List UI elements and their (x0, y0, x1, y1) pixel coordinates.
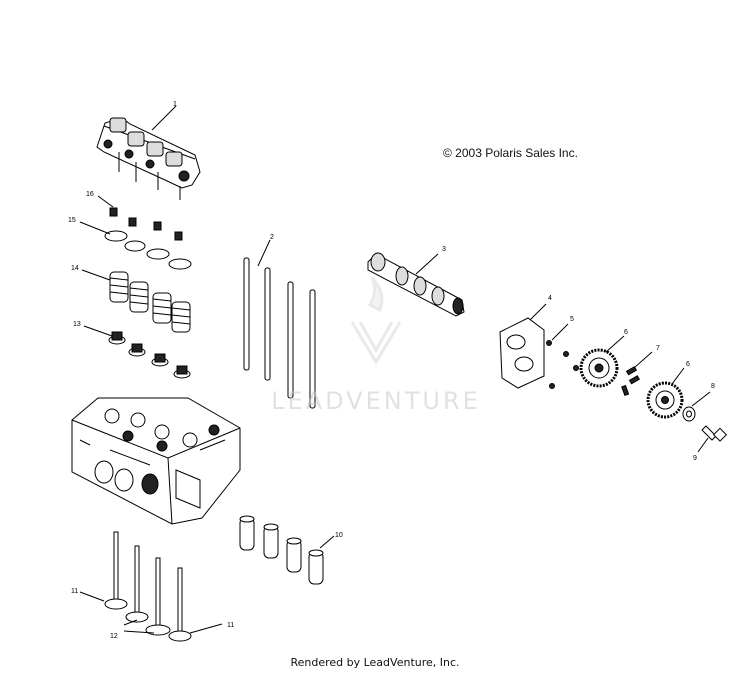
camshaft (367, 252, 465, 317)
washer (682, 391, 711, 422)
callout-12: 12 (110, 633, 118, 640)
cover-plate (499, 303, 547, 389)
callout-6b: 6 (686, 361, 690, 368)
valve-lifters (239, 515, 335, 585)
callout-1: 1 (173, 101, 177, 108)
callout-11a: 11 (71, 588, 78, 595)
push-rods (243, 239, 316, 409)
gear-pins (621, 351, 653, 397)
callout-6a: 6 (624, 329, 628, 336)
spring-retainers (79, 221, 192, 270)
rocker-arm-assembly (96, 105, 201, 200)
screws (546, 323, 579, 389)
rendered-by-text: Rendered by LeadVenture, Inc. (290, 656, 460, 669)
drive-gears (579, 335, 685, 419)
callout-15: 15 (68, 217, 76, 224)
callout-14: 14 (71, 265, 79, 272)
valve-stem-seals (83, 325, 191, 379)
valves (79, 531, 223, 642)
valve-springs (81, 269, 191, 333)
callout-8: 8 (711, 383, 715, 390)
callout-13: 13 (73, 321, 81, 328)
watermark-text: LEADVENTURE (271, 387, 481, 415)
callout-7: 7 (656, 345, 660, 352)
cylinder-head (71, 397, 241, 525)
callout-10: 10 (335, 532, 343, 539)
valve-keepers (97, 195, 183, 241)
callout-3: 3 (442, 246, 446, 253)
leadventure-logo-icon (350, 276, 402, 365)
copyright-text: © 2003 Polaris Sales Inc. (443, 146, 578, 160)
callout-16: 16 (86, 191, 94, 198)
bolt (697, 425, 728, 453)
callout-2: 2 (270, 234, 274, 241)
callout-4: 4 (548, 295, 552, 302)
callout-11b: 11 (227, 622, 234, 629)
callout-labels: 1 16 15 14 13 2 3 4 5 6 7 6 8 9 10 11 12… (68, 101, 715, 640)
callout-5: 5 (570, 316, 574, 323)
callout-9: 9 (693, 455, 697, 462)
